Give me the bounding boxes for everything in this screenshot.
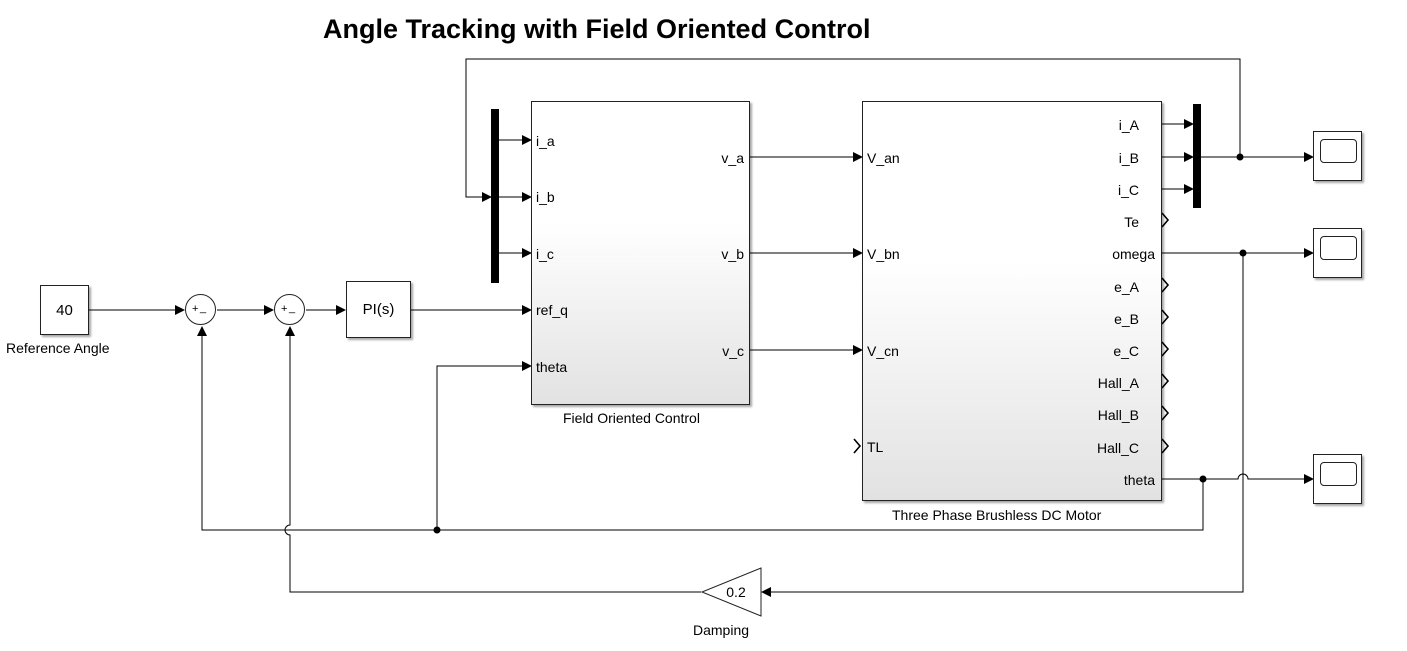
current-output-mux[interactable] bbox=[1193, 104, 1201, 208]
foc-out-v_a: v_a bbox=[721, 150, 744, 166]
motor-out-e_C: e_C bbox=[1113, 343, 1139, 359]
sum-block-2[interactable]: + _ bbox=[274, 294, 305, 325]
foc-out-v_c: v_c bbox=[722, 343, 744, 359]
motor-out-i_C: i_C bbox=[1117, 182, 1139, 198]
constant-label: Reference Angle bbox=[6, 340, 110, 356]
motor-out-Hall_A: Hall_A bbox=[1097, 375, 1139, 391]
foc-in-theta: theta bbox=[536, 359, 568, 375]
motor-out-i_A: i_A bbox=[1118, 117, 1139, 133]
foc-in-i_a: i_a bbox=[536, 133, 555, 149]
motor-in-V_an: V_an bbox=[867, 150, 900, 166]
diagram-title: Angle Tracking with Field Oriented Contr… bbox=[323, 14, 871, 44]
motor-out-omega: omega bbox=[1112, 246, 1155, 262]
motor-name: Three Phase Brushless DC Motor bbox=[892, 507, 1102, 523]
sum1-minus: _ bbox=[200, 302, 207, 314]
gain-label: Damping bbox=[693, 622, 750, 638]
foc-in-i_c: i_c bbox=[536, 246, 554, 262]
scope-screen-icon bbox=[1320, 236, 1357, 260]
pi-controller-block[interactable]: PI(s) bbox=[346, 281, 411, 338]
motor-out-i_B: i_B bbox=[1118, 150, 1139, 166]
scope-omega[interactable] bbox=[1313, 228, 1362, 278]
motor-in-V_cn: V_cn bbox=[867, 343, 899, 359]
foc-in-ref_q: ref_q bbox=[536, 302, 568, 318]
damping-gain-block[interactable]: 0.2 bbox=[700, 566, 764, 618]
foc-name: Field Oriented Control bbox=[563, 410, 700, 426]
motor-out-Hall_B: Hall_B bbox=[1097, 407, 1139, 423]
pi-label: PI(s) bbox=[362, 301, 395, 318]
motor-out-e_B: e_B bbox=[1114, 311, 1139, 327]
field-oriented-control-block[interactable]: i_a i_b i_c ref_q theta v_a v_b v_c bbox=[531, 101, 750, 405]
motor-out-e_A: e_A bbox=[1114, 279, 1139, 295]
sum2-plus: + bbox=[281, 303, 288, 315]
gain-value: 0.2 bbox=[726, 584, 746, 600]
constant-value: 40 bbox=[56, 301, 73, 319]
foc-in-i_b: i_b bbox=[536, 189, 555, 205]
motor-in-TL: TL bbox=[867, 439, 884, 455]
motor-out-Te: Te bbox=[1124, 214, 1139, 230]
bldc-motor-block[interactable]: V_an V_bn V_cn TL i_A i_B i_C Te omega e… bbox=[862, 101, 1162, 501]
constant-block[interactable]: 40 bbox=[40, 285, 89, 335]
scope-screen-icon bbox=[1320, 462, 1357, 486]
scope-currents[interactable] bbox=[1313, 131, 1362, 181]
motor-in-V_bn: V_bn bbox=[867, 246, 900, 262]
motor-out-theta: theta bbox=[1123, 472, 1155, 488]
sum2-minus: _ bbox=[289, 302, 296, 314]
scope-screen-icon bbox=[1320, 139, 1357, 163]
scope-theta[interactable] bbox=[1313, 454, 1362, 504]
foc-input-mux[interactable] bbox=[491, 109, 499, 283]
foc-out-v_b: v_b bbox=[721, 246, 744, 262]
sum-block-1[interactable]: + _ bbox=[185, 294, 216, 325]
motor-out-Hall_C: Hall_C bbox=[1096, 440, 1139, 456]
sum1-plus: + bbox=[192, 303, 199, 315]
